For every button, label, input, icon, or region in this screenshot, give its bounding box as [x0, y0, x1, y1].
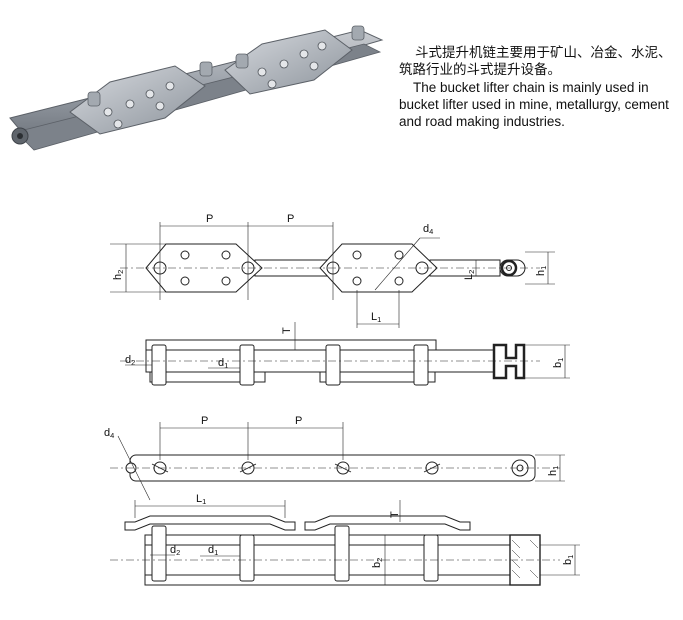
drawing1-T-label: T: [281, 327, 293, 334]
description-chinese-line2: 筑路行业的斗式提升设备。: [399, 62, 561, 77]
drawing1-L1-label: L1: [371, 311, 381, 324]
drawing1-h1-label: h1: [535, 266, 548, 276]
drawing2-dimensions: [110, 422, 565, 501]
description-chinese-line1: 斗式提升机链主要用于矿山、冶金、水泥、: [415, 45, 672, 60]
drawing1-d2-label: d2: [125, 354, 135, 367]
drawing1-d4-label: d4: [423, 223, 433, 236]
description-block: 斗式提升机链主要用于矿山、冶金、水泥、 筑路行业的斗式提升设备。 The buc…: [399, 44, 681, 130]
drawing1-h2-label: h2: [112, 270, 125, 280]
drawing2-top-dimensions: [110, 500, 580, 586]
drawing1-pitch-left-label: P: [206, 213, 213, 225]
drawing2-h1-label: h1: [547, 466, 560, 476]
drawing2-L1-label: L1: [196, 493, 206, 506]
chain-photo: [9, 25, 384, 151]
drawing2-d4-label: d4: [104, 427, 114, 440]
drawing1-pitch-right-label: P: [287, 213, 294, 225]
technical-drawing: P P d4 h2 L2 h1 L1 T d2 d1 b1 P P d4 h1 …: [104, 213, 580, 586]
drawing2-pitch-right-label: P: [295, 415, 302, 427]
drawing2-d1-label: d1: [208, 544, 218, 557]
drawing1-L2-label: L2: [463, 270, 476, 280]
drawing2-b1-label: b1: [562, 555, 575, 565]
drawing2-pitch-left-label: P: [201, 415, 208, 427]
description-english: The bucket lifter chain is mainly used i…: [399, 80, 669, 129]
drawing1-d1-label: d1: [218, 357, 228, 370]
drawing1-top-dimensions: [120, 322, 570, 379]
drawing2-top-view: [124, 515, 541, 586]
drawing2-b2-label: b2: [371, 558, 384, 568]
drawing1-top-view: [145, 339, 526, 386]
drawing2-d2-label: d2: [170, 544, 180, 557]
chain-photo-body: [9, 25, 384, 151]
drawing1-b1-label: b1: [552, 358, 565, 368]
drawing1-dimensions: [110, 222, 555, 328]
drawing2-T-label: T: [389, 511, 401, 518]
